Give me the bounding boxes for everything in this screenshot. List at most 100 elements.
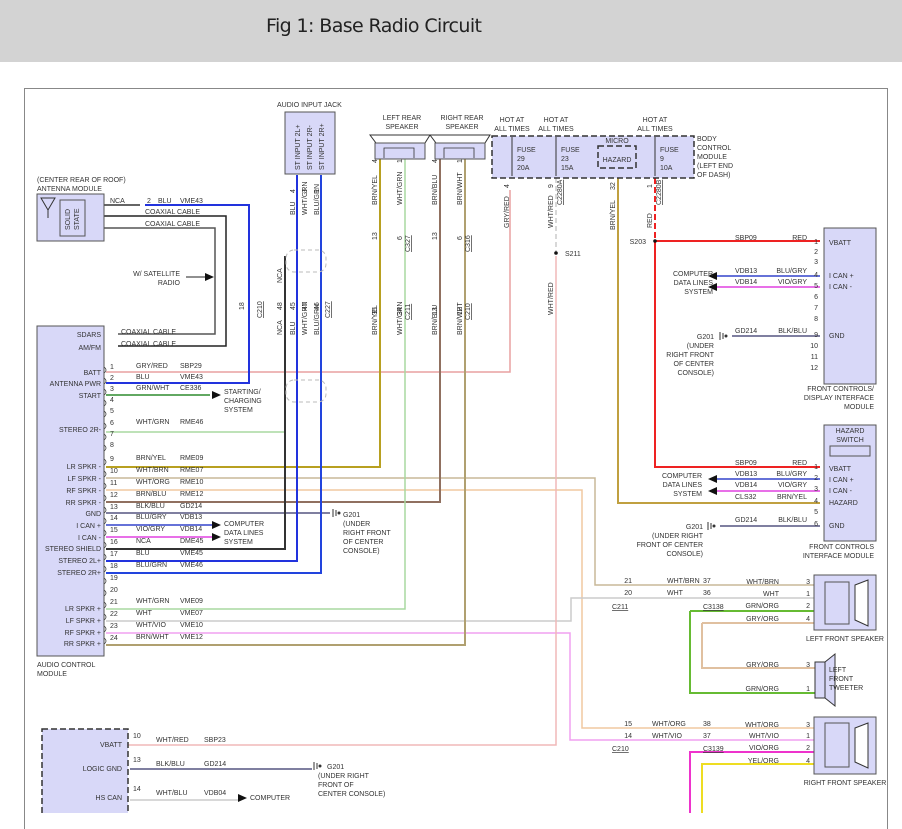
coil-icon bbox=[383, 147, 415, 158]
wire-color: BLK/BLU bbox=[778, 328, 807, 335]
starting-note: CHARGING bbox=[224, 398, 262, 405]
circuit-id: VDB04 bbox=[204, 790, 226, 797]
wire-vme12 bbox=[106, 158, 466, 646]
circuit-id: SBP09 bbox=[735, 460, 757, 467]
wire-color: GRY/RED bbox=[136, 363, 168, 370]
arrow-icon bbox=[205, 273, 214, 281]
circuit-id: VME46 bbox=[180, 562, 203, 569]
circuit-id: SBP23 bbox=[204, 737, 226, 744]
pin-number: 3 bbox=[806, 579, 810, 586]
solid-state-label: STATE bbox=[74, 208, 81, 230]
jack-pin-label: ST INPUT 2R- bbox=[307, 124, 314, 170]
circuit-id: CLS32 bbox=[735, 494, 757, 501]
wire-color: BLU bbox=[136, 550, 150, 557]
wire-color: RED bbox=[792, 235, 807, 242]
pin-number: 6 bbox=[814, 294, 818, 301]
pin-label: LR SPKR + bbox=[65, 606, 101, 613]
pin-number: 1 bbox=[806, 591, 810, 598]
wire-rme09 bbox=[106, 158, 381, 468]
pin-number: 37 bbox=[703, 733, 711, 740]
wire-color: BLU/GRY bbox=[136, 514, 167, 521]
hot-at-all-times: HOT AT bbox=[643, 117, 668, 124]
pin-number: 37 bbox=[703, 578, 711, 585]
wire-color: WHT/VIO bbox=[749, 733, 779, 740]
fcd-title: FRONT CONTROLS/ bbox=[807, 386, 874, 393]
wire-color: WHT/GRN bbox=[136, 419, 169, 426]
arrow-icon bbox=[708, 283, 717, 291]
connector-icon bbox=[103, 399, 107, 407]
pin-number: 18 bbox=[110, 563, 118, 570]
wire-sbp09 bbox=[654, 241, 820, 468]
pin-number: 35 bbox=[372, 307, 379, 315]
connector-id: C3138 bbox=[703, 604, 724, 611]
connector-icon bbox=[103, 589, 107, 597]
ground-note: FRONT OF bbox=[318, 782, 354, 789]
pin-number: 3 bbox=[814, 486, 818, 493]
antenna-module-title: (CENTER REAR OF ROOF) bbox=[37, 177, 126, 184]
pin-label: BATT bbox=[84, 370, 102, 377]
pin-number: 14 bbox=[624, 733, 632, 740]
pin-number: 23 bbox=[110, 623, 118, 630]
wire-color: WHT bbox=[136, 610, 153, 617]
pin-number: 5 bbox=[110, 408, 114, 415]
wire-color: BRN/BLU bbox=[136, 491, 166, 498]
pin-number: 5 bbox=[814, 283, 818, 290]
wire-color: BLU bbox=[290, 201, 297, 215]
wire-color: VIO/GRY bbox=[778, 482, 807, 489]
right-rear-speaker-title: SPEAKER bbox=[445, 124, 478, 131]
speaker-cone-icon bbox=[854, 579, 869, 627]
connector-icon bbox=[103, 553, 107, 561]
circuit-id: RME12 bbox=[180, 491, 203, 498]
body-control-module bbox=[491, 135, 695, 179]
pin-number: 21 bbox=[110, 599, 118, 606]
arrow-icon bbox=[212, 533, 221, 541]
pin-number: 1 bbox=[110, 364, 114, 371]
connector-id: C327 bbox=[405, 235, 412, 252]
connector-icon bbox=[103, 366, 107, 374]
wire-color: NCA bbox=[136, 538, 151, 545]
bcm-title: OF DASH) bbox=[697, 172, 730, 179]
pin-number: 32 bbox=[610, 182, 617, 190]
pin-number: 36 bbox=[703, 590, 711, 597]
circuit-id: RME09 bbox=[180, 455, 203, 462]
fcd-title: MODULE bbox=[844, 404, 874, 411]
wire-color: RED bbox=[792, 460, 807, 467]
pin-label: I CAN + bbox=[829, 273, 854, 280]
pin-number: 14 bbox=[110, 515, 118, 522]
wire-rme12 bbox=[106, 158, 441, 503]
pin-label: I CAN - bbox=[829, 488, 853, 495]
left-rear-speaker-title: SPEAKER bbox=[385, 124, 418, 131]
wire-color: WHT/BRN bbox=[667, 578, 700, 585]
fuse-number: 29 bbox=[517, 156, 525, 163]
ground-icon bbox=[724, 334, 728, 338]
pin-number: 13 bbox=[372, 232, 379, 240]
connector-id: C227 bbox=[325, 301, 332, 318]
coax-label: COAXIAL CABLE bbox=[121, 329, 176, 336]
wire-color: VIO/GRY bbox=[778, 279, 807, 286]
circuit-id: SBP29 bbox=[180, 363, 202, 370]
ground-icon bbox=[337, 511, 341, 515]
wire-color: WHT bbox=[763, 591, 780, 598]
fuse-number: 9 bbox=[660, 156, 664, 163]
ground-note: FRONT OF CENTER bbox=[637, 542, 703, 549]
splice-dot bbox=[653, 239, 657, 243]
pin-number: 6 bbox=[457, 236, 464, 240]
wire-vme45 bbox=[106, 175, 298, 562]
pin-number: 13 bbox=[133, 757, 141, 764]
tweeter-title: LEFT bbox=[829, 667, 847, 674]
modules-layer bbox=[36, 111, 877, 813]
fuse-amps: 15A bbox=[561, 165, 574, 172]
lower-module bbox=[41, 728, 129, 813]
data-note: SYSTEM bbox=[673, 491, 702, 498]
wire-color: GRY/ORG bbox=[746, 662, 779, 669]
connector-icon bbox=[103, 517, 107, 525]
jack-pin-label: ST INPUT 2L+ bbox=[295, 125, 302, 170]
pin-number: 6 bbox=[110, 420, 114, 427]
pin-label: RR SPKR + bbox=[64, 641, 101, 648]
circuit-id: VME43 bbox=[180, 198, 203, 205]
pin-label: SDARS bbox=[77, 332, 101, 339]
wire-color: YEL/ORG bbox=[748, 758, 779, 765]
coax-amfm bbox=[85, 215, 227, 347]
hot-at-all-times: ALL TIMES bbox=[494, 126, 530, 133]
solid-state-box bbox=[59, 199, 86, 237]
